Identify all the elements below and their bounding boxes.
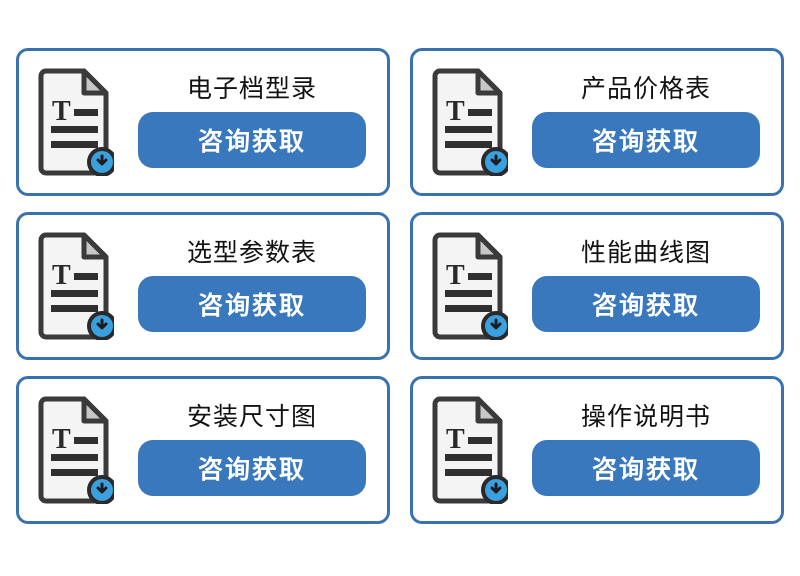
card-title: 性能曲线图 — [580, 239, 711, 268]
resource-card[interactable]: T 操作说明书 咨询获取 — [410, 376, 784, 524]
card-body: 产品价格表 咨询获取 — [525, 51, 781, 193]
resource-card[interactable]: T 选型参数表 咨询获取 — [16, 212, 390, 360]
document-download-icon: T — [19, 51, 131, 193]
consult-acquire-button[interactable]: 咨询获取 — [138, 439, 366, 496]
svg-text:T: T — [52, 260, 71, 291]
consult-acquire-button[interactable]: 咨询获取 — [138, 275, 366, 332]
card-body: 电子档型录 咨询获取 — [131, 51, 387, 193]
card-title: 操作说明书 — [580, 403, 711, 432]
card-body: 操作说明书 咨询获取 — [525, 379, 781, 521]
card-title: 产品价格表 — [580, 75, 711, 104]
consult-acquire-button[interactable]: 咨询获取 — [138, 111, 366, 168]
card-title: 选型参数表 — [186, 239, 317, 268]
resource-card[interactable]: T 性能曲线图 咨询获取 — [410, 212, 784, 360]
document-download-icon: T — [19, 215, 131, 357]
svg-text:T: T — [52, 96, 71, 127]
document-download-icon: T — [413, 51, 525, 193]
resource-card[interactable]: T 安装尺寸图 咨询获取 — [16, 376, 390, 524]
document-download-icon: T — [413, 215, 525, 357]
svg-text:T: T — [446, 260, 465, 291]
resource-card[interactable]: T 产品价格表 咨询获取 — [410, 48, 784, 196]
svg-text:T: T — [52, 424, 71, 455]
svg-text:T: T — [446, 424, 465, 455]
consult-acquire-button[interactable]: 咨询获取 — [532, 275, 760, 332]
card-body: 选型参数表 咨询获取 — [131, 215, 387, 357]
document-download-icon: T — [413, 379, 525, 521]
consult-acquire-button[interactable]: 咨询获取 — [532, 111, 760, 168]
document-download-icon: T — [19, 379, 131, 521]
card-title: 电子档型录 — [186, 75, 317, 104]
card-body: 性能曲线图 咨询获取 — [525, 215, 781, 357]
consult-acquire-button[interactable]: 咨询获取 — [532, 439, 760, 496]
resource-card[interactable]: T 电子档型录 咨询获取 — [16, 48, 390, 196]
card-title: 安装尺寸图 — [186, 403, 317, 432]
svg-text:T: T — [446, 96, 465, 127]
download-resources-grid: T 电子档型录 咨询获取 T — [16, 48, 784, 524]
card-body: 安装尺寸图 咨询获取 — [131, 379, 387, 521]
